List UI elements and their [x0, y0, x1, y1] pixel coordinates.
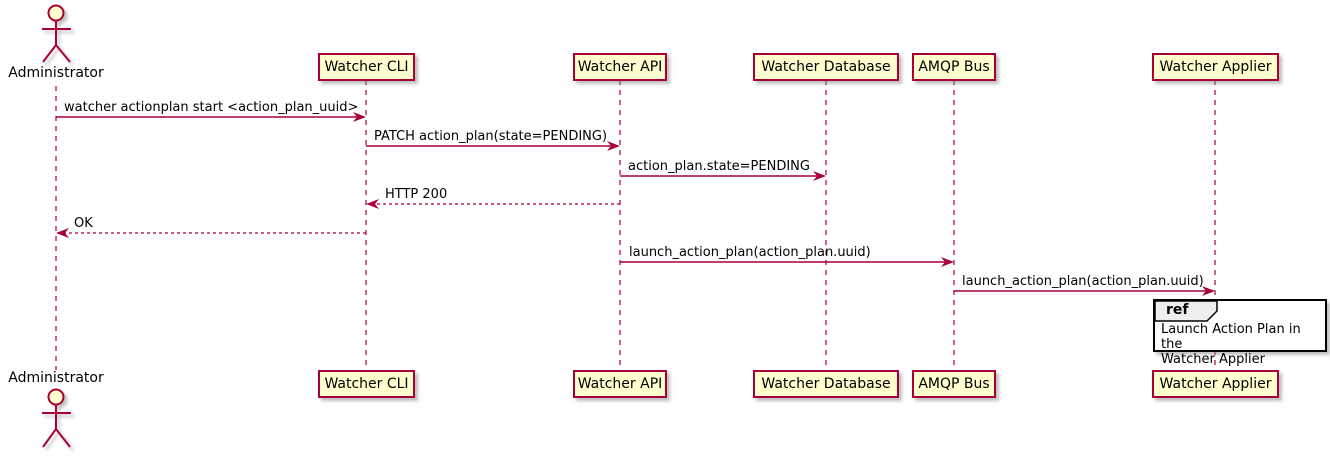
participant-label: AMQP Bus	[918, 59, 990, 75]
arrow-message-7	[954, 286, 1215, 296]
message-label-3: action_plan.state=PENDING	[628, 159, 810, 174]
message-label-6: launch_action_plan(action_plan.uuid)	[629, 245, 871, 260]
participant-label: Watcher Applier	[1159, 376, 1272, 392]
participant-amqp-bus-bottom: AMQP Bus	[912, 370, 996, 398]
ref-text-line-1: Launch Action Plan in the	[1161, 322, 1301, 352]
actor-label-administrator-top: Administrator	[8, 65, 104, 81]
arrow-message-5	[56, 228, 366, 238]
participant-label: Watcher Database	[761, 376, 891, 392]
ref-fragment: ref Launch Action Plan in the Watcher Ap…	[1153, 299, 1327, 367]
participant-watcher-api-top: Watcher API	[573, 53, 667, 81]
participant-watcher-database-top: Watcher Database	[753, 53, 899, 81]
participant-watcher-applier-top: Watcher Applier	[1152, 53, 1279, 81]
message-label-4: HTTP 200	[385, 187, 448, 202]
participant-watcher-applier-bottom: Watcher Applier	[1152, 370, 1279, 398]
message-label-7: launch_action_plan(action_plan.uuid)	[962, 274, 1204, 289]
actor-figure-top	[42, 4, 71, 63]
message-label-2: PATCH action_plan(state=PENDING)	[374, 129, 608, 144]
actor-figure-bottom	[42, 388, 71, 448]
ref-text-line-2: Watcher Applier	[1161, 352, 1265, 367]
participant-label: Watcher API	[577, 376, 663, 392]
ref-text: Launch Action Plan in the Watcher Applie…	[1161, 322, 1325, 367]
participant-amqp-bus-top: AMQP Bus	[912, 53, 996, 81]
participant-watcher-cli-bottom: Watcher CLI	[318, 370, 415, 398]
participant-watcher-database-bottom: Watcher Database	[753, 370, 899, 398]
arrow-message-3	[620, 171, 826, 181]
arrow-message-2	[366, 141, 620, 151]
participant-watcher-api-bottom: Watcher API	[573, 370, 667, 398]
participant-label: Watcher CLI	[324, 376, 409, 392]
message-label-5: OK	[74, 216, 93, 231]
ref-tab-shape	[1154, 300, 1218, 322]
participant-label: Watcher CLI	[324, 59, 409, 75]
participant-label: AMQP Bus	[918, 376, 990, 392]
arrow-message-1	[56, 112, 366, 122]
actor-label-administrator-bottom: Administrator	[8, 370, 104, 386]
participant-label: Watcher Database	[761, 59, 891, 75]
participant-label: Watcher API	[577, 59, 663, 75]
message-label-1: watcher actionplan start <action_plan_uu…	[64, 100, 359, 115]
participant-watcher-cli-top: Watcher CLI	[318, 53, 415, 81]
ref-keyword: ref	[1166, 302, 1189, 318]
arrow-message-6	[620, 257, 954, 267]
participant-label: Watcher Applier	[1159, 59, 1272, 75]
arrow-message-4	[366, 199, 620, 209]
